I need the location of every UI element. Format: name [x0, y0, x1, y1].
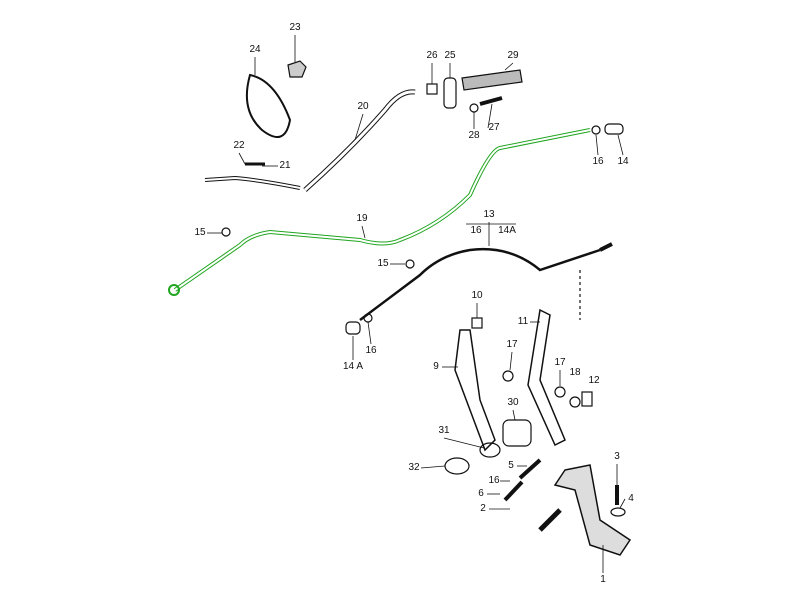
label-16: 16 — [488, 475, 500, 486]
part-10-bushing — [471, 317, 483, 329]
label-11: 11 — [517, 316, 529, 327]
part-6-bolt — [503, 480, 524, 502]
label-17: 17 — [554, 357, 566, 368]
label-6: 6 — [478, 488, 484, 499]
label-5: 5 — [508, 460, 514, 471]
part-14-pin — [604, 123, 624, 135]
part-24-clamp — [246, 73, 292, 139]
label-27: 27 — [488, 122, 500, 133]
label-2: 2 — [480, 503, 486, 514]
part-26-nut — [426, 83, 438, 95]
part-32-nut — [444, 457, 470, 475]
label-17: 17 — [506, 339, 518, 350]
part-28-washer — [469, 103, 479, 113]
label-13: 13 — [483, 209, 495, 220]
label-15: 15 — [377, 258, 389, 269]
label-30: 30 — [507, 397, 519, 408]
label-31: 31 — [438, 425, 450, 436]
label-14a: 14A — [498, 225, 516, 236]
label-14a: 14 A — [342, 361, 364, 372]
label-9: 9 — [433, 361, 439, 372]
part-16-clip — [591, 125, 601, 135]
label-4: 4 — [628, 493, 634, 504]
part-13-cable — [359, 248, 601, 321]
label-24: 24 — [249, 44, 261, 55]
label-28: 28 — [468, 130, 480, 141]
part-27-bolt — [479, 96, 503, 106]
part-14a-pin — [345, 321, 361, 335]
label-22: 22 — [233, 140, 245, 151]
label-19: 19 — [356, 213, 368, 224]
label-16: 16 — [470, 225, 482, 236]
part-31-bushing — [479, 442, 501, 458]
label-1: 1 — [600, 574, 606, 585]
label-23: 23 — [289, 22, 301, 33]
part-11-lever — [527, 308, 566, 447]
label-32: 32 — [408, 462, 420, 473]
label-16: 16 — [592, 156, 604, 167]
part-4-washer — [610, 507, 626, 517]
part-30-pivot — [502, 419, 532, 447]
label-16: 16 — [365, 345, 377, 356]
part-9-pedal-bracket — [454, 329, 496, 452]
label-29: 29 — [507, 50, 519, 61]
label-25: 25 — [444, 50, 456, 61]
label-10: 10 — [471, 290, 483, 301]
label-14: 14 — [617, 156, 629, 167]
label-3: 3 — [614, 451, 620, 462]
part-1-pedal — [553, 464, 632, 556]
part-5-bolt — [518, 458, 542, 480]
label-18: 18 — [569, 367, 581, 378]
part-25-plate — [443, 77, 457, 109]
label-15: 15 — [194, 227, 206, 238]
label-21: 21 — [279, 160, 291, 171]
part-29-boot — [461, 69, 523, 91]
label-12: 12 — [588, 375, 600, 386]
label-20: 20 — [357, 101, 369, 112]
part-2-pin — [538, 508, 562, 532]
label-26: 26 — [426, 50, 438, 61]
part-23-bracket — [287, 60, 307, 78]
